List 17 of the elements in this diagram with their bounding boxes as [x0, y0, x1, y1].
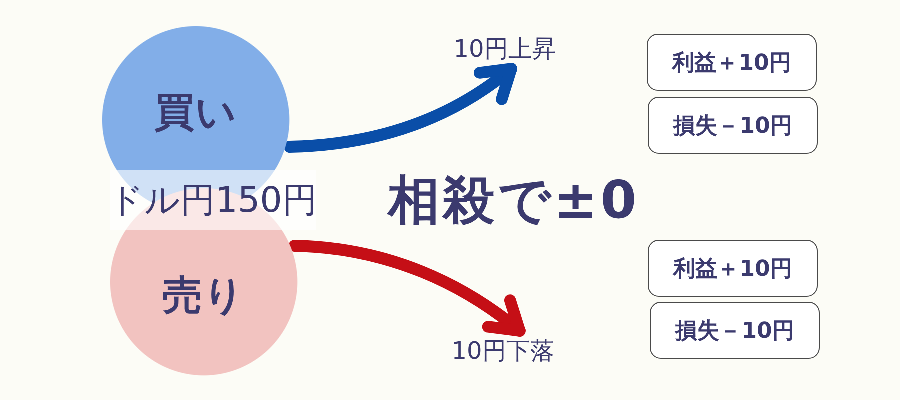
- price-change-text: 10円上昇: [440, 32, 570, 66]
- result-card: [648, 97, 818, 154]
- summary-text: 相殺で±0: [388, 170, 640, 233]
- result-card: [647, 34, 817, 91]
- position-label: 買い: [154, 88, 238, 138]
- result-text: 損失－10円: [676, 318, 794, 346]
- price-band: [110, 170, 316, 230]
- result-text: 利益＋10円: [674, 256, 792, 284]
- arrow: [288, 240, 526, 337]
- position-label: 売り: [162, 272, 246, 320]
- result-card: [648, 240, 818, 297]
- result-text: 損失－10円: [674, 112, 792, 140]
- price-text: ドル円150円: [108, 180, 318, 222]
- arrow: [284, 63, 518, 153]
- price-change-text: 10円下落: [438, 334, 568, 368]
- result-card: [650, 302, 820, 359]
- result-text: 利益＋10円: [672, 50, 792, 78]
